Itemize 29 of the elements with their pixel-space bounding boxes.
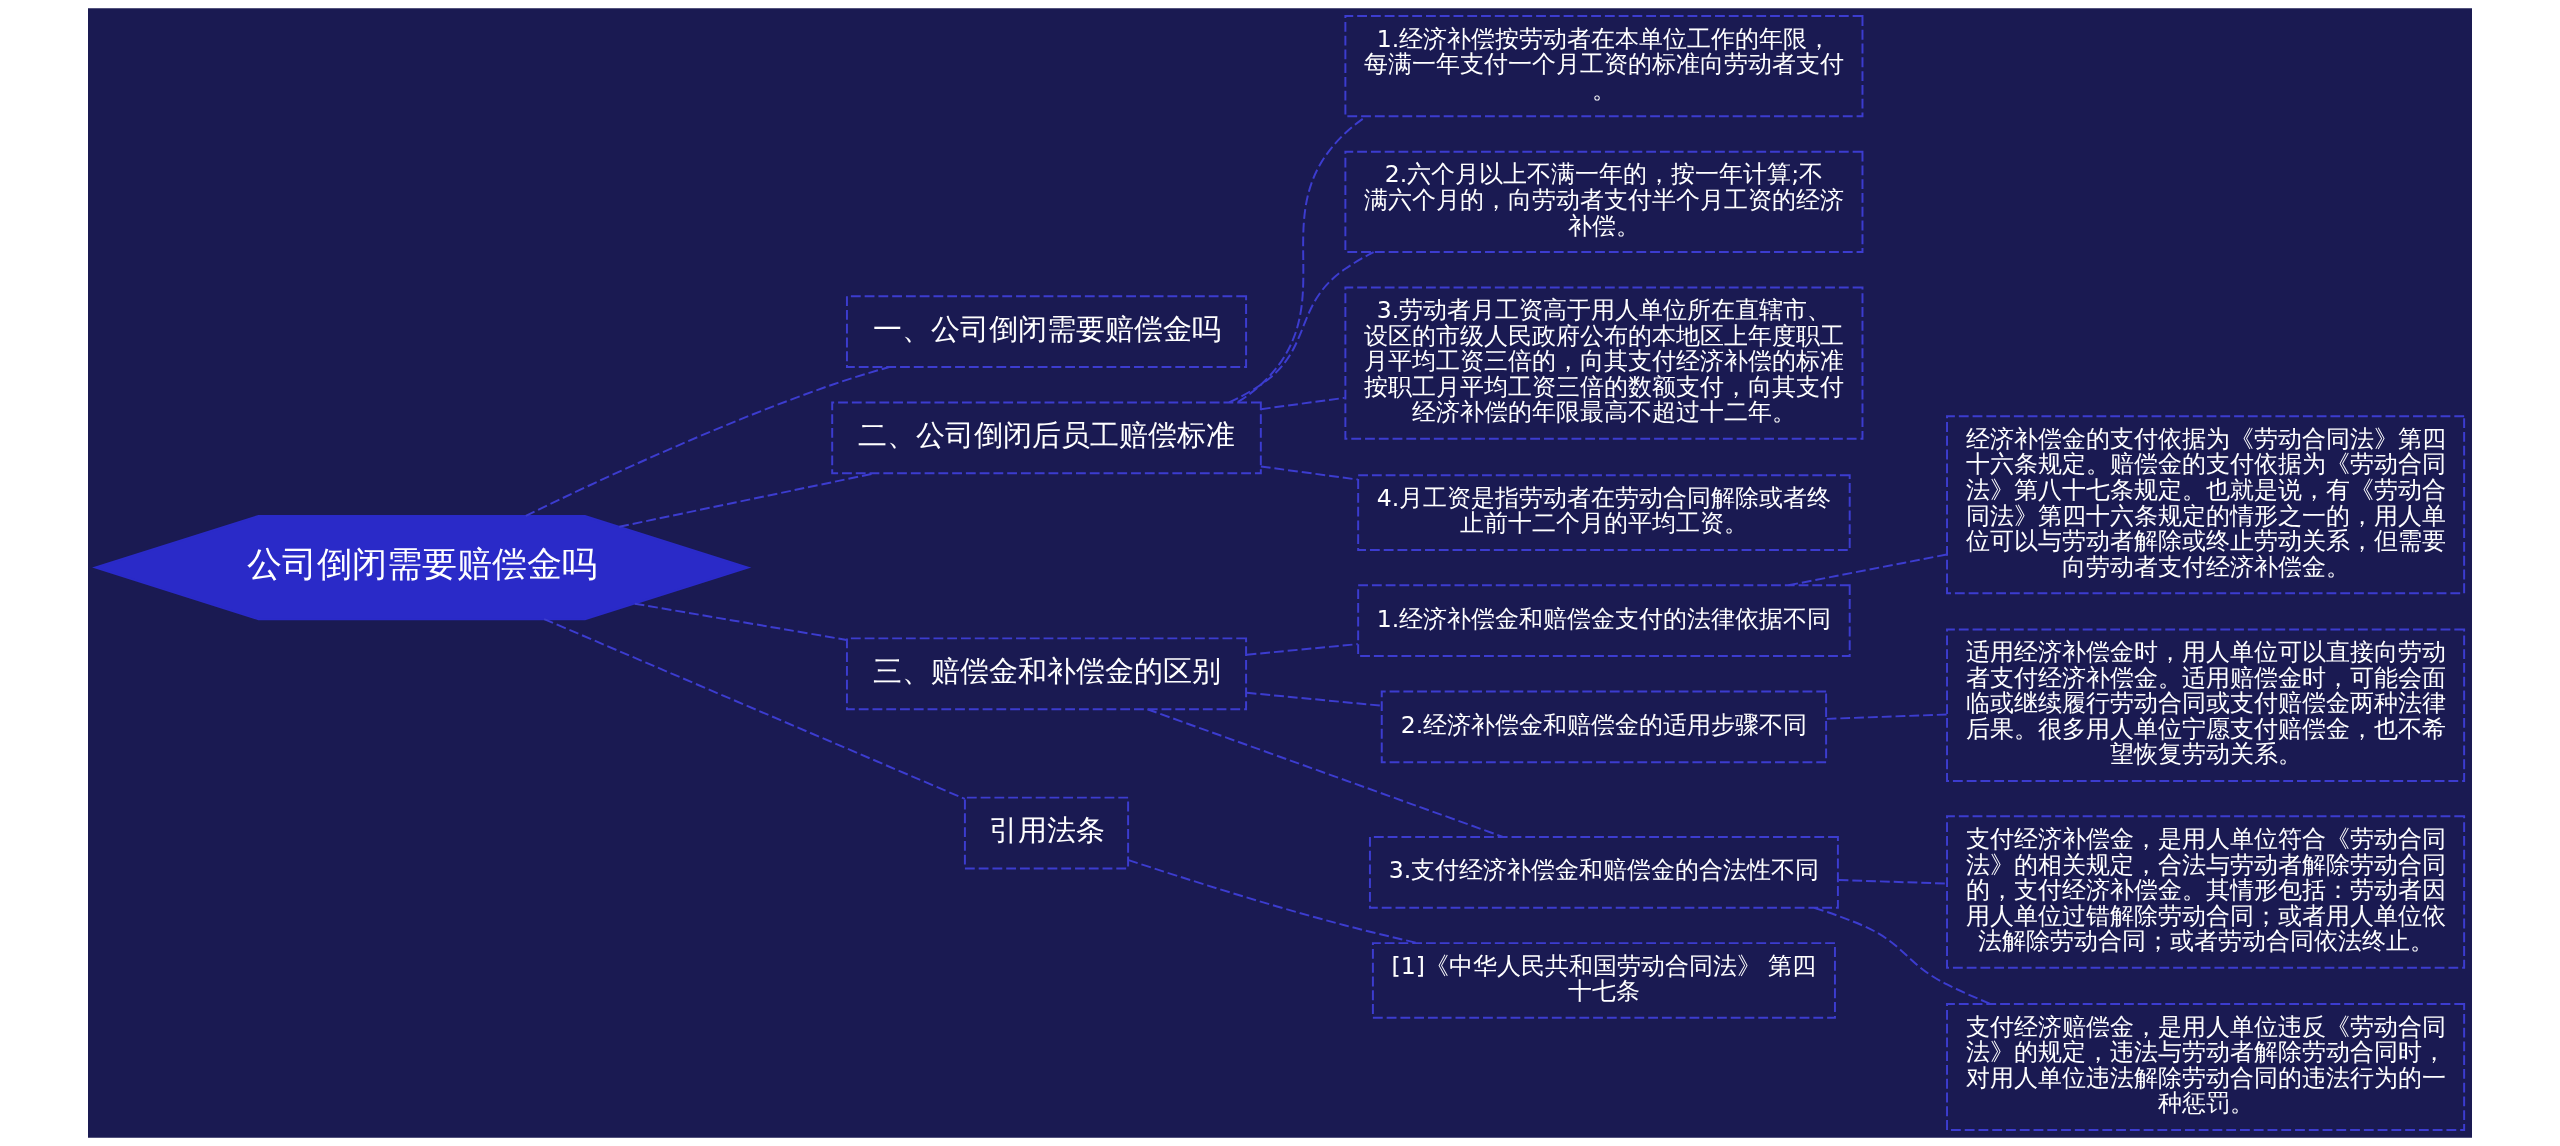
node-box: 引用法条 — [963, 796, 1130, 870]
node-box: [1]《中华人民共和国劳动合同法》 第四十七条 — [1371, 942, 1836, 1019]
node-box: 一、公司倒闭需要赔偿金吗 — [845, 295, 1248, 369]
connector — [1837, 879, 1948, 885]
node-box: 4.月工资是指劳动者在劳动合同解除或者终止前十二个月的平均工资。 — [1357, 474, 1851, 551]
connector — [1259, 396, 1346, 411]
connector — [543, 618, 966, 800]
node-box: 适用经济补偿金时，用人单位可以直接向劳动者支付经济补偿金。适用赔偿金时，可能会面临或继续履行劳动合同或支付赔偿金两种法律后果。很多用人单位宁愿支付赔偿金，也不希望恢复劳动关系。 — [1946, 628, 2466, 782]
node-box: 1.经济补偿按劳动者在本单位工作的年限，每满一年支付一个月工资的标准向劳动者支付。 — [1344, 15, 1864, 118]
connector — [1245, 643, 1359, 656]
node-box: 支付经济补偿金，是用人单位符合《劳动合同法》的相关规定，合法与劳动者解除劳动合同的，支付经济补偿金。其情形包括：劳动者因用人单位过错解除劳动合同；或者用人单位依法解除劳动合同；或者劳动合同依法终止。 — [1946, 815, 2466, 969]
connector — [1245, 691, 1383, 707]
node-box: 支付经济赔偿金，是用人单位违反《劳动合同法》的规定，违法与劳动者解除劳动合同时，对用人单位违法解除劳动合同的违法行为的一种惩罚。 — [1946, 1003, 2466, 1131]
node-box: 1.经济补偿金和赔偿金支付的法律依据不同 — [1357, 584, 1851, 658]
connector — [1127, 859, 1419, 945]
node-box: 3.支付经济补偿金和赔偿金的合法性不同 — [1368, 835, 1839, 909]
node-box: 二、公司倒闭后员工赔偿标准 — [831, 401, 1262, 475]
connector — [1228, 251, 1375, 404]
connector — [1825, 713, 1948, 720]
node-box: 2.六个月以上不满一年的，按一年计算;不满六个月的，向劳动者支付半个月工资的经济补偿。 — [1344, 150, 1864, 253]
connector — [1787, 553, 1948, 587]
node-box: 2.经济补偿金和赔偿金的适用步骤不同 — [1380, 690, 1828, 764]
connector — [1813, 906, 1992, 1006]
node-box: 3.劳动者月工资高于用人单位所在直辖市、设区的市级人民政府公布的本地区上年度职工月平均工资三倍的，向其支付经济补偿的标准按职工月平均工资三倍的数额支付，向其支付经济补偿的年限最高不超过十二年。 — [1344, 286, 1864, 440]
connector — [1146, 708, 1504, 838]
node-box: 经济补偿金的支付依据为《劳动合同法》第四十六条规定。赔偿金的支付依据为《劳动合同法》第八十七条规定。也就是说，有《劳动合同法》第四十六条规定的情形之一的，用人单位可以与劳动者解除或终止劳动关系，但需要向劳动者支付经济补偿金。 — [1946, 415, 2466, 595]
connector — [633, 602, 848, 641]
node-box: 三、赔偿金和补偿金的区别 — [845, 637, 1248, 711]
connector — [1259, 465, 1359, 481]
